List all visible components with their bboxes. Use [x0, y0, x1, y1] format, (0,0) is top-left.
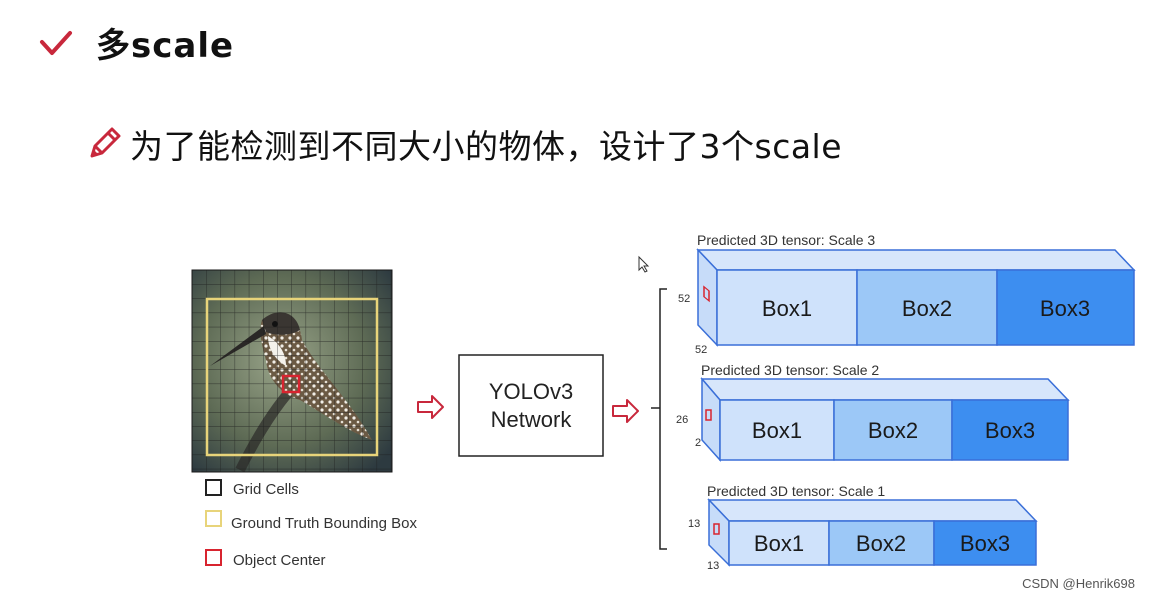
cell-marker — [705, 409, 712, 421]
object-center-box — [281, 374, 301, 394]
tensor-box-1 — [719, 399, 835, 461]
tensor-box-3 — [951, 399, 1069, 461]
watermark: CSDN @Henrik698 — [1022, 576, 1135, 591]
output-bracket — [651, 288, 667, 550]
tensor-caption: Predicted 3D tensor: Scale 2 — [701, 362, 879, 378]
tensor-scale-2: Predicted 3D tensor: Scale 2 Box1 Box2 B… — [676, 362, 1070, 462]
cell-marker — [703, 285, 710, 303]
tensor-box-label: Box3 — [985, 418, 1035, 443]
tensor-dim-bottom: 2 — [695, 437, 701, 449]
tensor-box-label: Box3 — [1040, 296, 1090, 321]
tensor-box-label: Box2 — [856, 531, 906, 556]
bird-photo — [191, 269, 393, 473]
tensor-scale-3: Predicted 3D tensor: Scale 3 Box1 Box2 B… — [678, 232, 1136, 356]
tensor-box-label: Box1 — [754, 531, 804, 556]
tensor-box-label: Box3 — [960, 531, 1010, 556]
tensor-box-label: Box1 — [752, 418, 802, 443]
check-icon — [40, 30, 72, 55]
tensor-box-label: Box2 — [868, 418, 918, 443]
tensor-dim-left: 26 — [676, 414, 688, 426]
slide-title: 多scale — [96, 26, 235, 66]
tensor-scale-1: Predicted 3D tensor: Scale 1 Box1 Box2 B… — [688, 483, 1038, 572]
network-label-line1: YOLOv3 — [489, 379, 573, 404]
tensor-box-label: Box1 — [762, 296, 812, 321]
tensor-dim-bottom: 13 — [707, 560, 719, 572]
yolov3-network-box: YOLOv3 Network — [458, 354, 604, 457]
legend-center-label: Object Center — [233, 552, 326, 569]
legend-grid-swatch — [205, 479, 222, 496]
network-label-line2: Network — [491, 407, 573, 432]
bullet-text: 为了能检测到不同大小的物体，设计了3个scale — [130, 127, 843, 166]
tensor-box-label: Box2 — [902, 296, 952, 321]
tensor-caption: Predicted 3D tensor: Scale 3 — [697, 232, 875, 248]
tensor-box-3 — [933, 520, 1037, 566]
bullet-point: 为了能检测到不同大小的物体，设计了3个scale — [84, 120, 842, 168]
tensor-box-3 — [996, 269, 1135, 346]
arrow-icon — [612, 399, 639, 423]
legend-center-swatch — [205, 549, 222, 566]
cell-marker — [713, 523, 720, 535]
legend-gt-swatch — [205, 510, 222, 527]
ground-truth-box — [205, 297, 379, 457]
tensor-dim-left: 13 — [688, 518, 700, 530]
pencil-icon — [90, 127, 121, 158]
tensor-box-1 — [716, 269, 858, 346]
tensor-dim-bottom: 52 — [695, 344, 707, 356]
tensor-caption: Predicted 3D tensor: Scale 1 — [707, 483, 885, 499]
arrow-icon — [417, 395, 444, 419]
legend-gt-label: Ground Truth Bounding Box — [231, 515, 417, 532]
tensor-box-2 — [828, 520, 935, 566]
tensor-dim-left: 52 — [678, 293, 690, 305]
mouse-cursor-icon — [638, 255, 650, 273]
slide-heading: 多scale — [38, 18, 234, 67]
legend-grid-label: Grid Cells — [233, 481, 299, 498]
legend: Grid Cells Ground Truth Bounding Box Obj… — [205, 479, 417, 569]
